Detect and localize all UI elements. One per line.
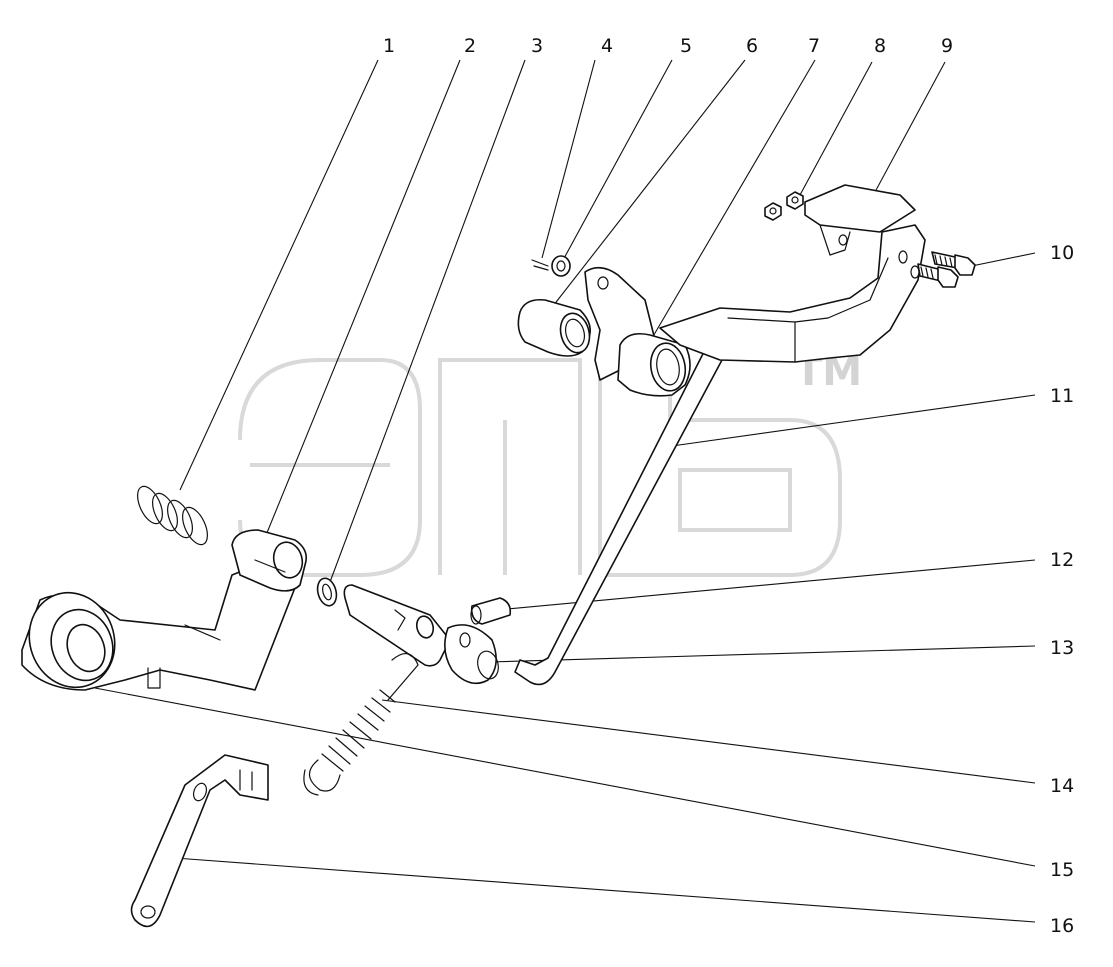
part-3-washer — [316, 577, 338, 607]
part-11-rod — [514, 334, 729, 686]
part-4-cotter-pin — [531, 259, 549, 271]
part-2-fork — [231, 529, 308, 592]
callout-2: 2 — [464, 35, 476, 57]
callout-10: 10 — [1050, 242, 1074, 264]
callout-3: 3 — [531, 35, 543, 57]
part-5-washer — [551, 255, 571, 277]
callout-15: 15 — [1050, 859, 1074, 881]
part-7-bracket — [584, 266, 691, 397]
part-1-spring — [137, 485, 208, 546]
part-6-bushing — [517, 298, 591, 357]
leader-lines — [94, 59, 1036, 923]
callout-1: 1 — [383, 35, 395, 57]
callout-8: 8 — [874, 35, 886, 57]
callout-14: 14 — [1050, 775, 1074, 797]
part-10-bolts — [917, 251, 976, 288]
callout-4: 4 — [601, 35, 613, 57]
part-8-nuts — [764, 191, 804, 221]
callout-13: 13 — [1050, 637, 1074, 659]
callout-11: 11 — [1050, 385, 1074, 407]
callout-12: 12 — [1050, 549, 1074, 571]
part-15-pedal-lever — [21, 559, 301, 691]
watermark-logo: TM — [238, 349, 862, 577]
callout-6: 6 — [746, 35, 758, 57]
callout-9: 9 — [941, 35, 953, 57]
part-13-shaft — [343, 584, 499, 685]
callout-labels: 1 2 3 4 5 6 7 8 9 10 11 12 13 14 15 16 — [383, 35, 1074, 937]
callout-16: 16 — [1050, 915, 1074, 937]
part-12-pin — [470, 597, 512, 625]
callout-5: 5 — [680, 35, 692, 57]
part-9-pedal-arm — [659, 184, 926, 363]
part-16-bracket — [130, 754, 269, 928]
part-14-tension-spring — [303, 653, 419, 796]
callout-7: 7 — [808, 35, 820, 57]
